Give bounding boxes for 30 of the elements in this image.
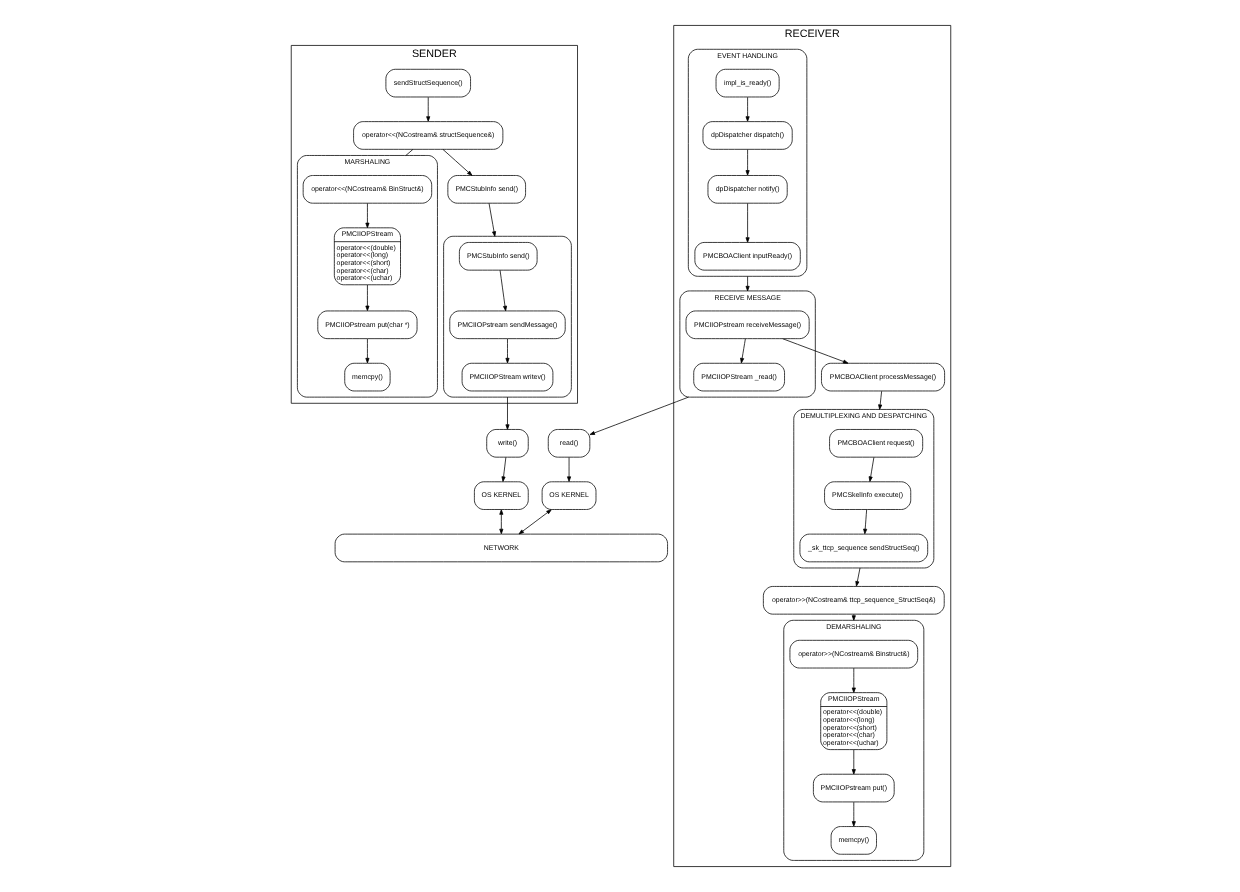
arrow	[498, 509, 503, 535]
arrow	[504, 396, 509, 430]
arrow	[850, 613, 855, 621]
arrow	[504, 338, 509, 364]
arrow	[744, 96, 749, 122]
arrow	[364, 202, 369, 229]
arrow	[500, 457, 506, 482]
arrow	[850, 749, 855, 775]
arrow	[850, 667, 855, 693]
arrow	[744, 275, 749, 292]
arrow	[854, 567, 860, 587]
arrow	[425, 96, 430, 122]
arrow	[744, 149, 749, 176]
arrow	[588, 396, 688, 435]
arrow	[498, 269, 506, 312]
arrow	[566, 457, 571, 482]
arrow	[850, 801, 855, 827]
arrow	[441, 149, 472, 176]
arrow	[364, 284, 369, 312]
cluster	[442, 235, 571, 398]
arrow	[739, 338, 745, 364]
arrow	[487, 202, 496, 237]
arrow	[867, 457, 874, 482]
arrow	[877, 390, 882, 410]
arrow	[517, 509, 551, 535]
connector	[404, 149, 413, 156]
arrow	[862, 509, 867, 535]
arrow	[781, 338, 848, 364]
arrow	[744, 202, 749, 243]
arrow	[364, 338, 369, 364]
